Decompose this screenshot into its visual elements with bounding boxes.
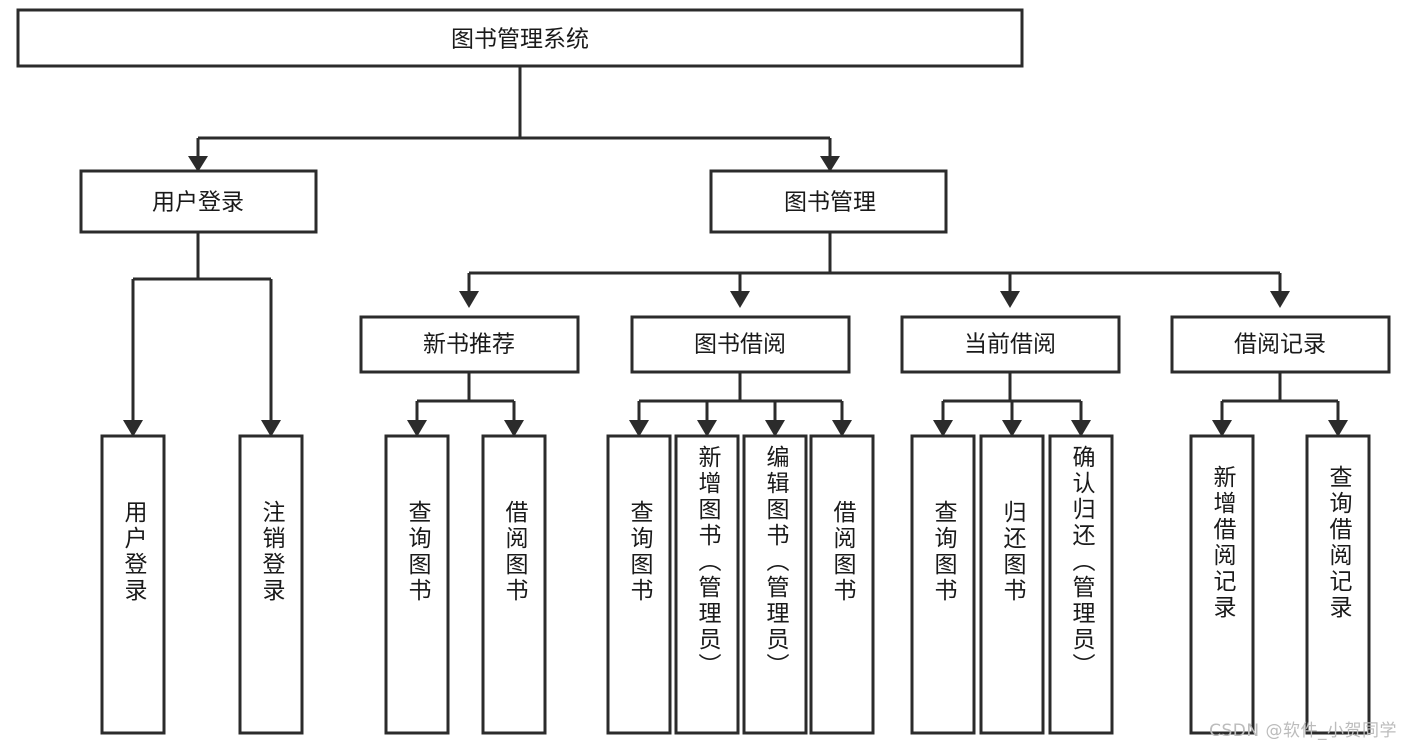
node-leaf-add-book[interactable]: 新增图书（管理员） <box>674 434 740 735</box>
connectors <box>123 66 1348 437</box>
node-new-book-recommend-box <box>359 315 580 374</box>
arrowhead-leaf-edit-book <box>765 420 785 437</box>
arrowhead-leaf-query-book-3 <box>933 420 953 437</box>
node-leaf-borrow-book-1[interactable]: 借阅图书 <box>481 434 547 735</box>
node-leaf-query-book-2-label: 查询图书 <box>626 500 654 604</box>
node-leaf-user-login[interactable]: 用户登录 <box>100 434 166 735</box>
arrowhead-user-login <box>188 156 208 172</box>
node-leaf-logout-login-label: 注销登录 <box>258 500 286 604</box>
node-leaf-query-book-1-box <box>384 434 450 735</box>
node-leaf-borrow-book-1-box <box>481 434 547 735</box>
arrowhead-leaf-query-book-2 <box>629 420 649 437</box>
arrowhead-leaf-user-login <box>123 420 143 437</box>
node-book-manage-box <box>709 169 948 234</box>
node-borrow-record[interactable]: 借阅记录 <box>1170 315 1391 374</box>
node-book-manage-label: 图书管理 <box>784 190 876 216</box>
node-book-borrow-box <box>630 315 851 374</box>
node-leaf-user-login-label: 用户登录 <box>120 500 148 604</box>
node-leaf-confirm-return-box <box>1048 434 1114 735</box>
node-root-box <box>16 8 1024 68</box>
node-leaf-query-book-1-label: 查询图书 <box>404 500 432 604</box>
node-leaf-edit-book-label: 编辑图书（管理员） <box>762 445 790 679</box>
arrowhead-book-manage <box>820 156 840 172</box>
arrowhead-leaf-borrow-book-2 <box>832 420 852 437</box>
node-leaf-query-record[interactable]: 查询借阅记录 <box>1305 434 1371 735</box>
arrowhead-new-book-recommend <box>459 291 479 308</box>
node-root-system[interactable]: 图书管理系统 <box>16 8 1024 68</box>
node-leaf-confirm-return[interactable]: 确认归还（管理员） <box>1048 434 1114 735</box>
arrowhead-current-borrow <box>1000 291 1020 308</box>
node-leaf-query-book-2-box <box>606 434 672 735</box>
node-leaf-return-book-label: 归还图书 <box>999 500 1027 604</box>
node-leaf-edit-book-box <box>742 434 808 735</box>
arrowhead-book-borrow <box>730 291 750 308</box>
arrowhead-leaf-logout-login <box>261 420 281 437</box>
node-leaf-logout-login-box <box>238 434 304 735</box>
node-leaf-borrow-book-1-label: 借阅图书 <box>501 500 529 604</box>
node-leaf-query-book-3-label: 查询图书 <box>930 500 958 604</box>
node-leaf-query-book-3-box <box>910 434 976 735</box>
node-leaf-add-record[interactable]: 新增借阅记录 <box>1189 434 1255 735</box>
node-current-borrow-label: 当前借阅 <box>964 332 1056 358</box>
node-leaf-logout-login[interactable]: 注销登录 <box>238 434 304 735</box>
node-borrow-record-label: 借阅记录 <box>1234 332 1326 358</box>
node-book-borrow-label: 图书借阅 <box>694 332 786 358</box>
node-leaf-query-book-3[interactable]: 查询图书 <box>910 434 976 735</box>
node-borrow-record-box <box>1170 315 1391 374</box>
arrowhead-leaf-add-book <box>697 420 717 437</box>
arrowhead-leaf-add-record <box>1212 420 1232 437</box>
arrowhead-borrow-record <box>1270 291 1290 308</box>
node-user-login-box <box>79 169 318 234</box>
node-leaf-return-book[interactable]: 归还图书 <box>979 434 1045 735</box>
node-user-login[interactable]: 用户登录 <box>79 169 318 234</box>
node-root-label: 图书管理系统 <box>451 27 589 53</box>
node-leaf-query-book-2[interactable]: 查询图书 <box>606 434 672 735</box>
node-book-borrow[interactable]: 图书借阅 <box>630 315 851 374</box>
node-leaf-return-book-box <box>979 434 1045 735</box>
node-leaf-edit-book[interactable]: 编辑图书（管理员） <box>742 434 808 735</box>
node-leaf-borrow-book-2[interactable]: 借阅图书 <box>809 434 875 735</box>
arrowhead-leaf-borrow-book-1 <box>504 420 524 437</box>
arrowhead-leaf-query-book-1 <box>407 420 427 437</box>
node-leaf-add-book-label: 新增图书（管理员） <box>694 445 722 679</box>
node-leaf-add-book-box <box>674 434 740 735</box>
node-current-borrow[interactable]: 当前借阅 <box>900 315 1121 374</box>
node-leaf-query-record-box <box>1305 434 1371 735</box>
node-leaf-borrow-book-2-box <box>809 434 875 735</box>
node-leaf-query-record-label: 查询借阅记录 <box>1325 465 1353 621</box>
node-user-login-label: 用户登录 <box>152 190 244 216</box>
node-leaf-user-login-box <box>100 434 166 735</box>
node-new-book-recommend-label: 新书推荐 <box>423 332 515 358</box>
arrowhead-leaf-return-book <box>1002 420 1022 437</box>
arrowhead-leaf-confirm-return <box>1071 420 1091 437</box>
arrowhead-leaf-query-record <box>1328 420 1348 437</box>
node-leaf-add-record-label: 新增借阅记录 <box>1209 465 1237 621</box>
node-leaf-borrow-book-2-label: 借阅图书 <box>829 500 857 604</box>
node-new-book-recommend[interactable]: 新书推荐 <box>359 315 580 374</box>
node-book-manage[interactable]: 图书管理 <box>709 169 948 234</box>
node-leaf-query-book-1[interactable]: 查询图书 <box>384 434 450 735</box>
node-leaf-add-record-box <box>1189 434 1255 735</box>
node-current-borrow-box <box>900 315 1121 374</box>
node-leaf-confirm-return-label: 确认归还（管理员） <box>1068 445 1096 679</box>
